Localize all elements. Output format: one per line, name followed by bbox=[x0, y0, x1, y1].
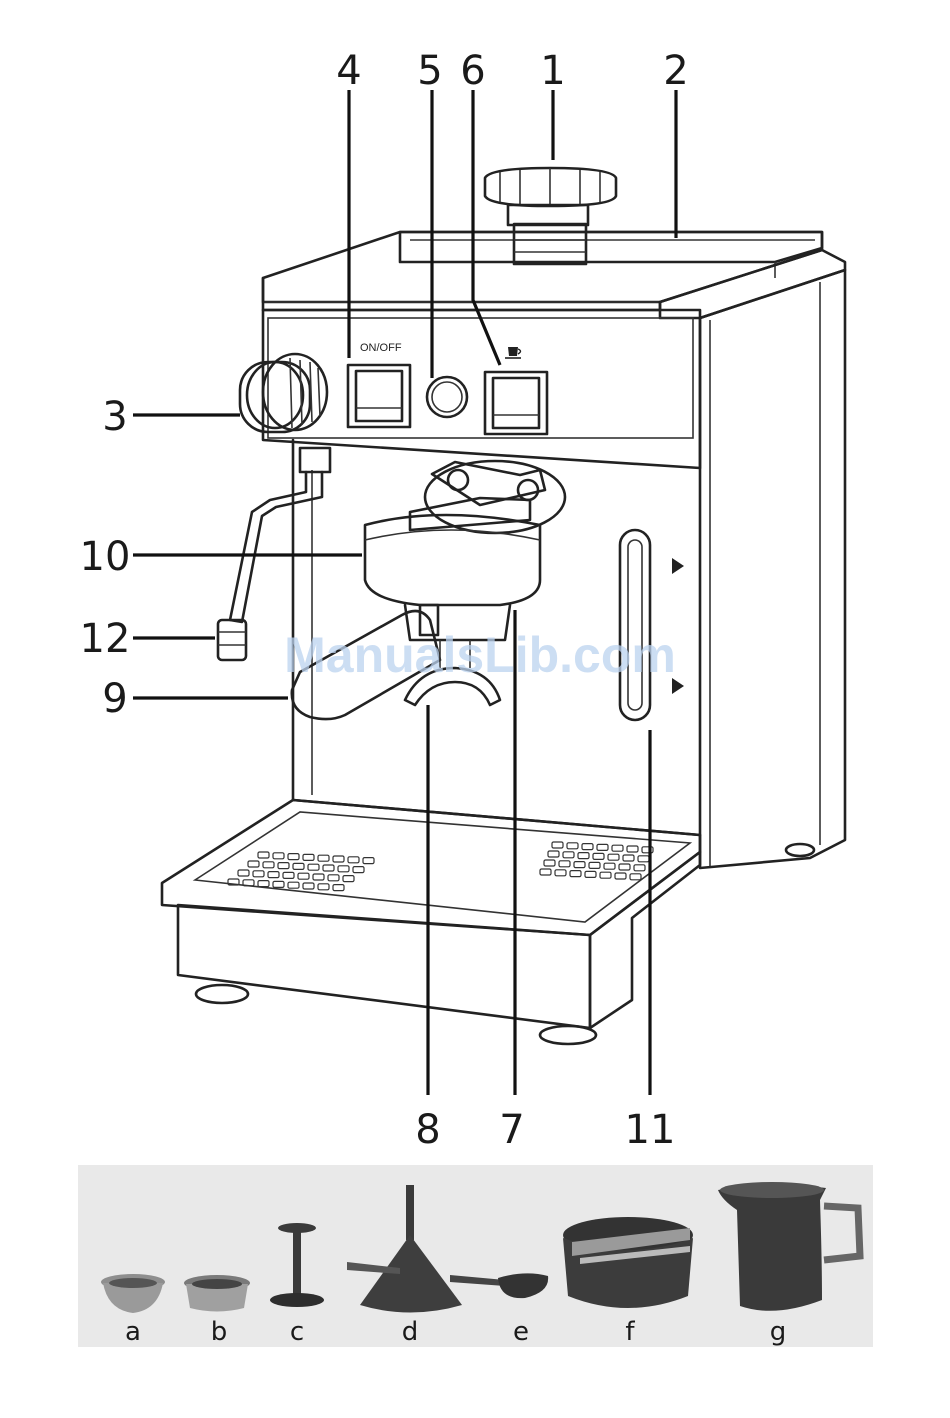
grille-slot bbox=[363, 858, 374, 864]
grille-slot bbox=[333, 885, 344, 891]
grille-slot bbox=[567, 843, 578, 849]
coffee-cup-icon bbox=[505, 347, 521, 358]
grille-slot bbox=[248, 861, 259, 867]
callout-9: 9 bbox=[102, 676, 127, 722]
grille-slot bbox=[238, 870, 249, 876]
label-g: g bbox=[770, 1317, 787, 1347]
drip-grille-left bbox=[228, 852, 374, 891]
callout-7: 7 bbox=[499, 1107, 524, 1153]
grille-slot bbox=[585, 871, 596, 877]
top-lid bbox=[263, 232, 822, 302]
grille-slot bbox=[638, 856, 649, 862]
grille-slot bbox=[589, 862, 600, 868]
label-a: a bbox=[125, 1317, 141, 1347]
grille-slot bbox=[548, 851, 559, 857]
grille-slot bbox=[608, 854, 619, 860]
grille-slot bbox=[615, 873, 626, 879]
grille-slot bbox=[604, 863, 615, 869]
grille-slot bbox=[268, 872, 279, 878]
label-b: b bbox=[211, 1317, 228, 1347]
knock-box bbox=[563, 1217, 693, 1308]
grille-slot bbox=[298, 873, 309, 879]
water-level-gauge bbox=[620, 530, 684, 720]
grille-slot bbox=[612, 845, 623, 851]
grille-slot bbox=[619, 864, 630, 870]
grille-slot bbox=[288, 882, 299, 888]
grille-slot bbox=[283, 872, 294, 878]
grille-slot bbox=[303, 883, 314, 889]
callout-8: 8 bbox=[415, 1107, 440, 1153]
label-f: f bbox=[625, 1317, 635, 1347]
grille-slot bbox=[634, 865, 645, 871]
grille-slot bbox=[343, 876, 354, 882]
grille-slot bbox=[258, 881, 269, 887]
callout-12: 12 bbox=[80, 616, 131, 662]
filter-basket-double bbox=[184, 1275, 250, 1312]
side-column bbox=[700, 270, 845, 868]
grille-slot bbox=[570, 871, 581, 877]
callout-4: 4 bbox=[336, 48, 361, 94]
grille-slot bbox=[552, 842, 563, 848]
grille-slot bbox=[293, 863, 304, 869]
grille-slot bbox=[627, 846, 638, 852]
grille-slot bbox=[313, 874, 324, 880]
callout-3: 3 bbox=[102, 394, 127, 440]
on-off-label: ON/OFF bbox=[360, 342, 402, 354]
water-tank-cap bbox=[485, 168, 616, 264]
grille-slot bbox=[600, 872, 611, 878]
grille-slot bbox=[303, 854, 314, 860]
grille-slot bbox=[578, 853, 589, 859]
on-off-switch bbox=[348, 365, 410, 427]
callout-10: 10 bbox=[80, 534, 131, 580]
grille-slot bbox=[273, 881, 284, 887]
grille-slot bbox=[540, 869, 551, 875]
grille-slot bbox=[253, 871, 264, 877]
callout-1: 1 bbox=[540, 48, 565, 94]
accessories-panel: a b c d e f g bbox=[78, 1165, 873, 1347]
callout-5: 5 bbox=[417, 48, 442, 94]
grille-slot bbox=[318, 884, 329, 890]
grille-slot bbox=[278, 863, 289, 869]
grille-slot bbox=[263, 862, 274, 868]
grille-slot bbox=[338, 866, 349, 872]
grille-slot bbox=[559, 861, 570, 867]
grille-slot bbox=[582, 844, 593, 850]
steam-knob bbox=[240, 354, 327, 432]
grille-slot bbox=[544, 860, 555, 866]
grille-slot bbox=[318, 855, 329, 861]
grille-slot bbox=[563, 852, 574, 858]
grille-slot bbox=[353, 867, 364, 873]
label-d: d bbox=[402, 1317, 419, 1347]
grille-slot bbox=[348, 857, 359, 863]
grille-slot bbox=[273, 853, 284, 859]
control-panel bbox=[263, 310, 700, 468]
grille-slot bbox=[555, 870, 566, 876]
grille-slot bbox=[258, 852, 269, 858]
callout-numbers: 1 2 3 4 5 6 7 8 9 10 11 12 bbox=[80, 48, 689, 1153]
grille-slot bbox=[323, 865, 334, 871]
label-e: e bbox=[513, 1317, 529, 1347]
grille-slot bbox=[593, 853, 604, 859]
indicator-lamp bbox=[427, 377, 467, 417]
callout-11: 11 bbox=[625, 1107, 676, 1153]
grille-slot bbox=[623, 855, 634, 861]
watermark: ManualsLib.com bbox=[284, 627, 676, 683]
coffee-switch bbox=[485, 372, 547, 434]
drip-grille-right bbox=[540, 842, 653, 880]
grille-slot bbox=[597, 844, 608, 850]
grille-slot bbox=[328, 875, 339, 881]
callout-6: 6 bbox=[460, 48, 485, 94]
grille-slot bbox=[288, 854, 299, 860]
callout-2: 2 bbox=[663, 48, 688, 94]
grille-slot bbox=[630, 874, 641, 880]
label-c: c bbox=[290, 1317, 304, 1347]
grille-slot bbox=[308, 864, 319, 870]
grille-slot bbox=[574, 862, 585, 868]
grille-slot bbox=[333, 856, 344, 862]
